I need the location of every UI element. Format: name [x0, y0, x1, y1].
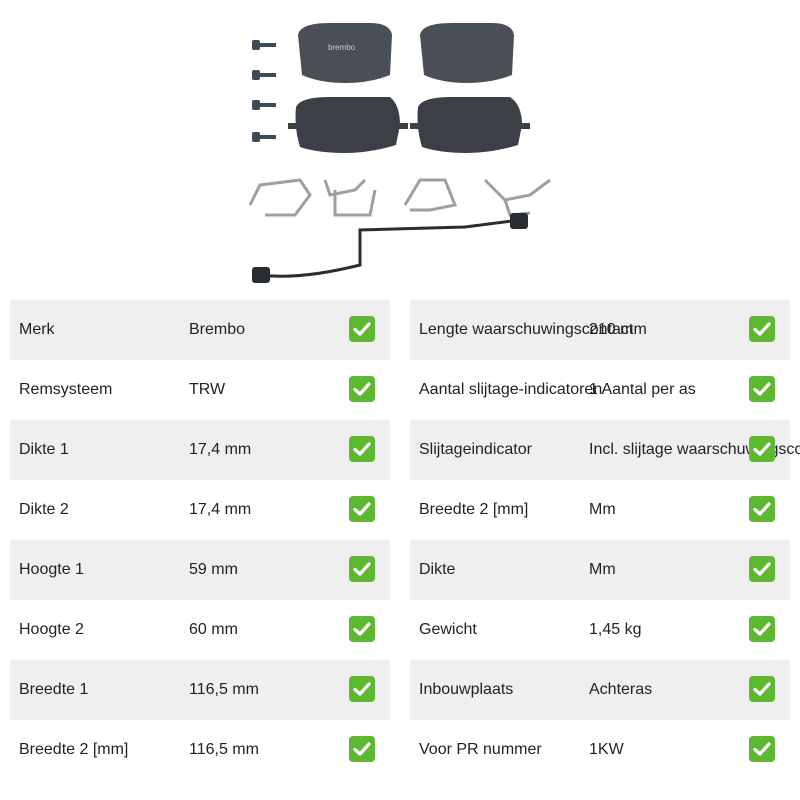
check-mark-icon [749, 376, 775, 402]
spec-value: 210 mm [589, 321, 647, 338]
spec-value: 60 mm [189, 621, 238, 638]
spec-row: Inbouwplaats Achteras [410, 660, 790, 720]
spec-label: Breedte 1 [19, 681, 89, 698]
spec-value: 17,4 mm [189, 501, 252, 518]
spec-value: Achteras [589, 681, 653, 698]
spec-value: Brembo [189, 321, 246, 338]
check-mark-icon [749, 676, 775, 702]
spec-value: TRW [189, 381, 226, 398]
spec-row: Slijtageindicator Incl. slijtage waarschu… [410, 420, 800, 480]
spec-value: 1,45 kg [589, 621, 642, 638]
spec-value: 1 Aantal per as [589, 381, 696, 398]
spec-value: 116,5 mm [189, 741, 259, 758]
check-mark-icon [349, 376, 375, 402]
spec-label: Remsysteem [19, 381, 113, 398]
spec-value: 17,4 mm [189, 441, 252, 458]
spec-row: Breedte 2 [mm] 116,5 mm [10, 720, 390, 780]
check-mark-icon [349, 676, 375, 702]
check-mark-icon [349, 556, 375, 582]
spec-label: Dikte [419, 561, 456, 578]
spec-row: Dikte 2 17,4 mm [10, 480, 390, 540]
spec-label: Slijtageindicator [419, 441, 532, 458]
spec-label: Inbouwplaats [419, 681, 514, 698]
spec-value: Incl. slijtage waarschuwingscontact [589, 441, 800, 458]
brand-logo: brembo [328, 43, 356, 52]
check-mark-icon [749, 616, 775, 642]
check-mark-icon [349, 616, 375, 642]
spec-row: Voor PR nummer 1KW [410, 720, 790, 780]
spec-row: Remsysteem TRW [10, 360, 390, 420]
spec-label: Merk [19, 321, 55, 338]
spec-value: 1KW [589, 741, 624, 758]
spec-value: Mm [589, 561, 616, 578]
spec-label: Gewicht [419, 621, 477, 638]
spec-row: Gewicht 1,45 kg [410, 600, 790, 660]
check-mark-icon [349, 736, 375, 762]
check-mark-icon [749, 496, 775, 522]
spec-value: 59 mm [189, 561, 238, 578]
check-mark-icon [349, 496, 375, 522]
spec-row: Dikte 1 17,4 mm [10, 420, 390, 480]
spec-row: Merk Brembo [10, 300, 390, 360]
spec-label: Hoogte 1 [19, 561, 84, 578]
check-mark-icon [749, 736, 775, 762]
check-mark-icon [749, 436, 775, 462]
spec-label: Aantal slijtage-indicatoren [419, 381, 603, 398]
clip-icon [248, 178, 551, 217]
spec-label: Voor PR nummer [419, 741, 542, 758]
spec-label: Hoogte 2 [19, 621, 84, 638]
spec-row: Hoogte 2 60 mm [10, 600, 390, 660]
bolt-icon [252, 40, 276, 142]
product-photo: brembo [248, 23, 551, 283]
brake-pad-icon [288, 23, 530, 153]
spec-label: Lengte waarschuwingscontact [419, 321, 634, 338]
spec-value: Mm [589, 501, 616, 518]
check-mark-icon [349, 316, 375, 342]
check-mark-icon [749, 316, 775, 342]
spec-value: 116,5 mm [189, 681, 259, 698]
spec-row: Breedte 1 116,5 mm [10, 660, 390, 720]
spec-row: Hoogte 1 59 mm [10, 540, 390, 600]
check-mark-icon [349, 436, 375, 462]
spec-row: Dikte Mm [410, 540, 790, 600]
spec-row: Breedte 2 [mm] Mm [410, 480, 790, 540]
spec-label: Dikte 2 [19, 501, 69, 518]
wear-sensor-icon [252, 213, 528, 283]
check-mark-icon [749, 556, 775, 582]
spec-label: Breedte 2 [mm] [419, 501, 529, 518]
spec-label: Dikte 1 [19, 441, 69, 458]
spec-label: Breedte 2 [mm] [19, 741, 129, 758]
